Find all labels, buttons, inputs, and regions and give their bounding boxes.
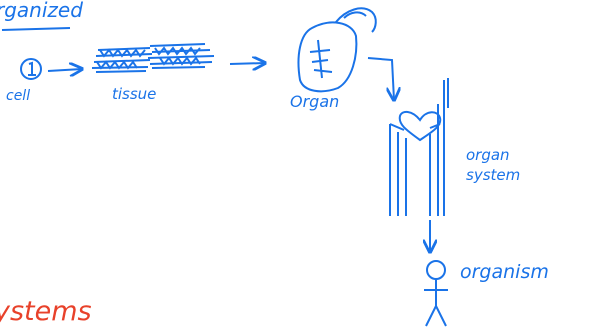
- organ-system-label-line2: system: [466, 168, 520, 183]
- organ-icon: [299, 8, 376, 91]
- arrow-organ-to-organ-system: [368, 58, 394, 100]
- arrow-cell-to-tissue: [48, 69, 82, 71]
- organ-label: Organ: [290, 94, 339, 110]
- arrow-tissue-to-organ: [230, 63, 265, 64]
- cell-label: cell: [6, 89, 30, 103]
- cell-icon: [21, 59, 41, 79]
- tissue-icon: [92, 44, 214, 72]
- organism-label: organism: [460, 263, 549, 282]
- systems-heading: ystems: [0, 298, 92, 325]
- tissue-label: tissue: [112, 87, 156, 102]
- title-text: rganized: [0, 0, 83, 20]
- organ-system-label-line1: organ: [466, 148, 510, 163]
- title-underline: [2, 28, 70, 30]
- organ-system-icon: [390, 78, 448, 216]
- person-icon: [424, 261, 448, 326]
